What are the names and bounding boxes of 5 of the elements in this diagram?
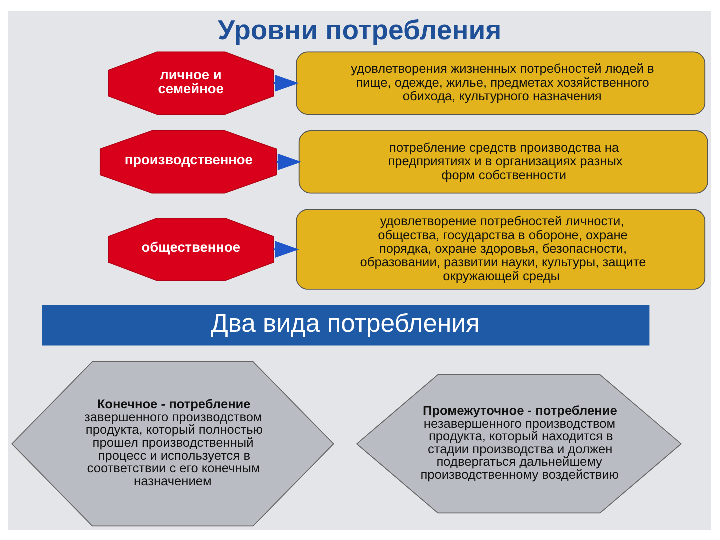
node-box: удовлетворение потребностей личности, общества, государства в обороне, охране порядка, охране здоровья, безопасности, образовании, развитии науки, культуры, защите окружающей среды (296, 208, 706, 290)
node-box: потребление средств производства на предприятиях и в организациях разных форм собственности (298, 130, 708, 194)
diagram-title: Уровни потребления (218, 14, 502, 45)
node-box: Два вида потребления (42, 304, 650, 346)
node-box: удовлетворения жизненных потребностей людей в пище, одежде, жилье, предметах хозяйственного обихода, культурного назначения (296, 51, 706, 114)
